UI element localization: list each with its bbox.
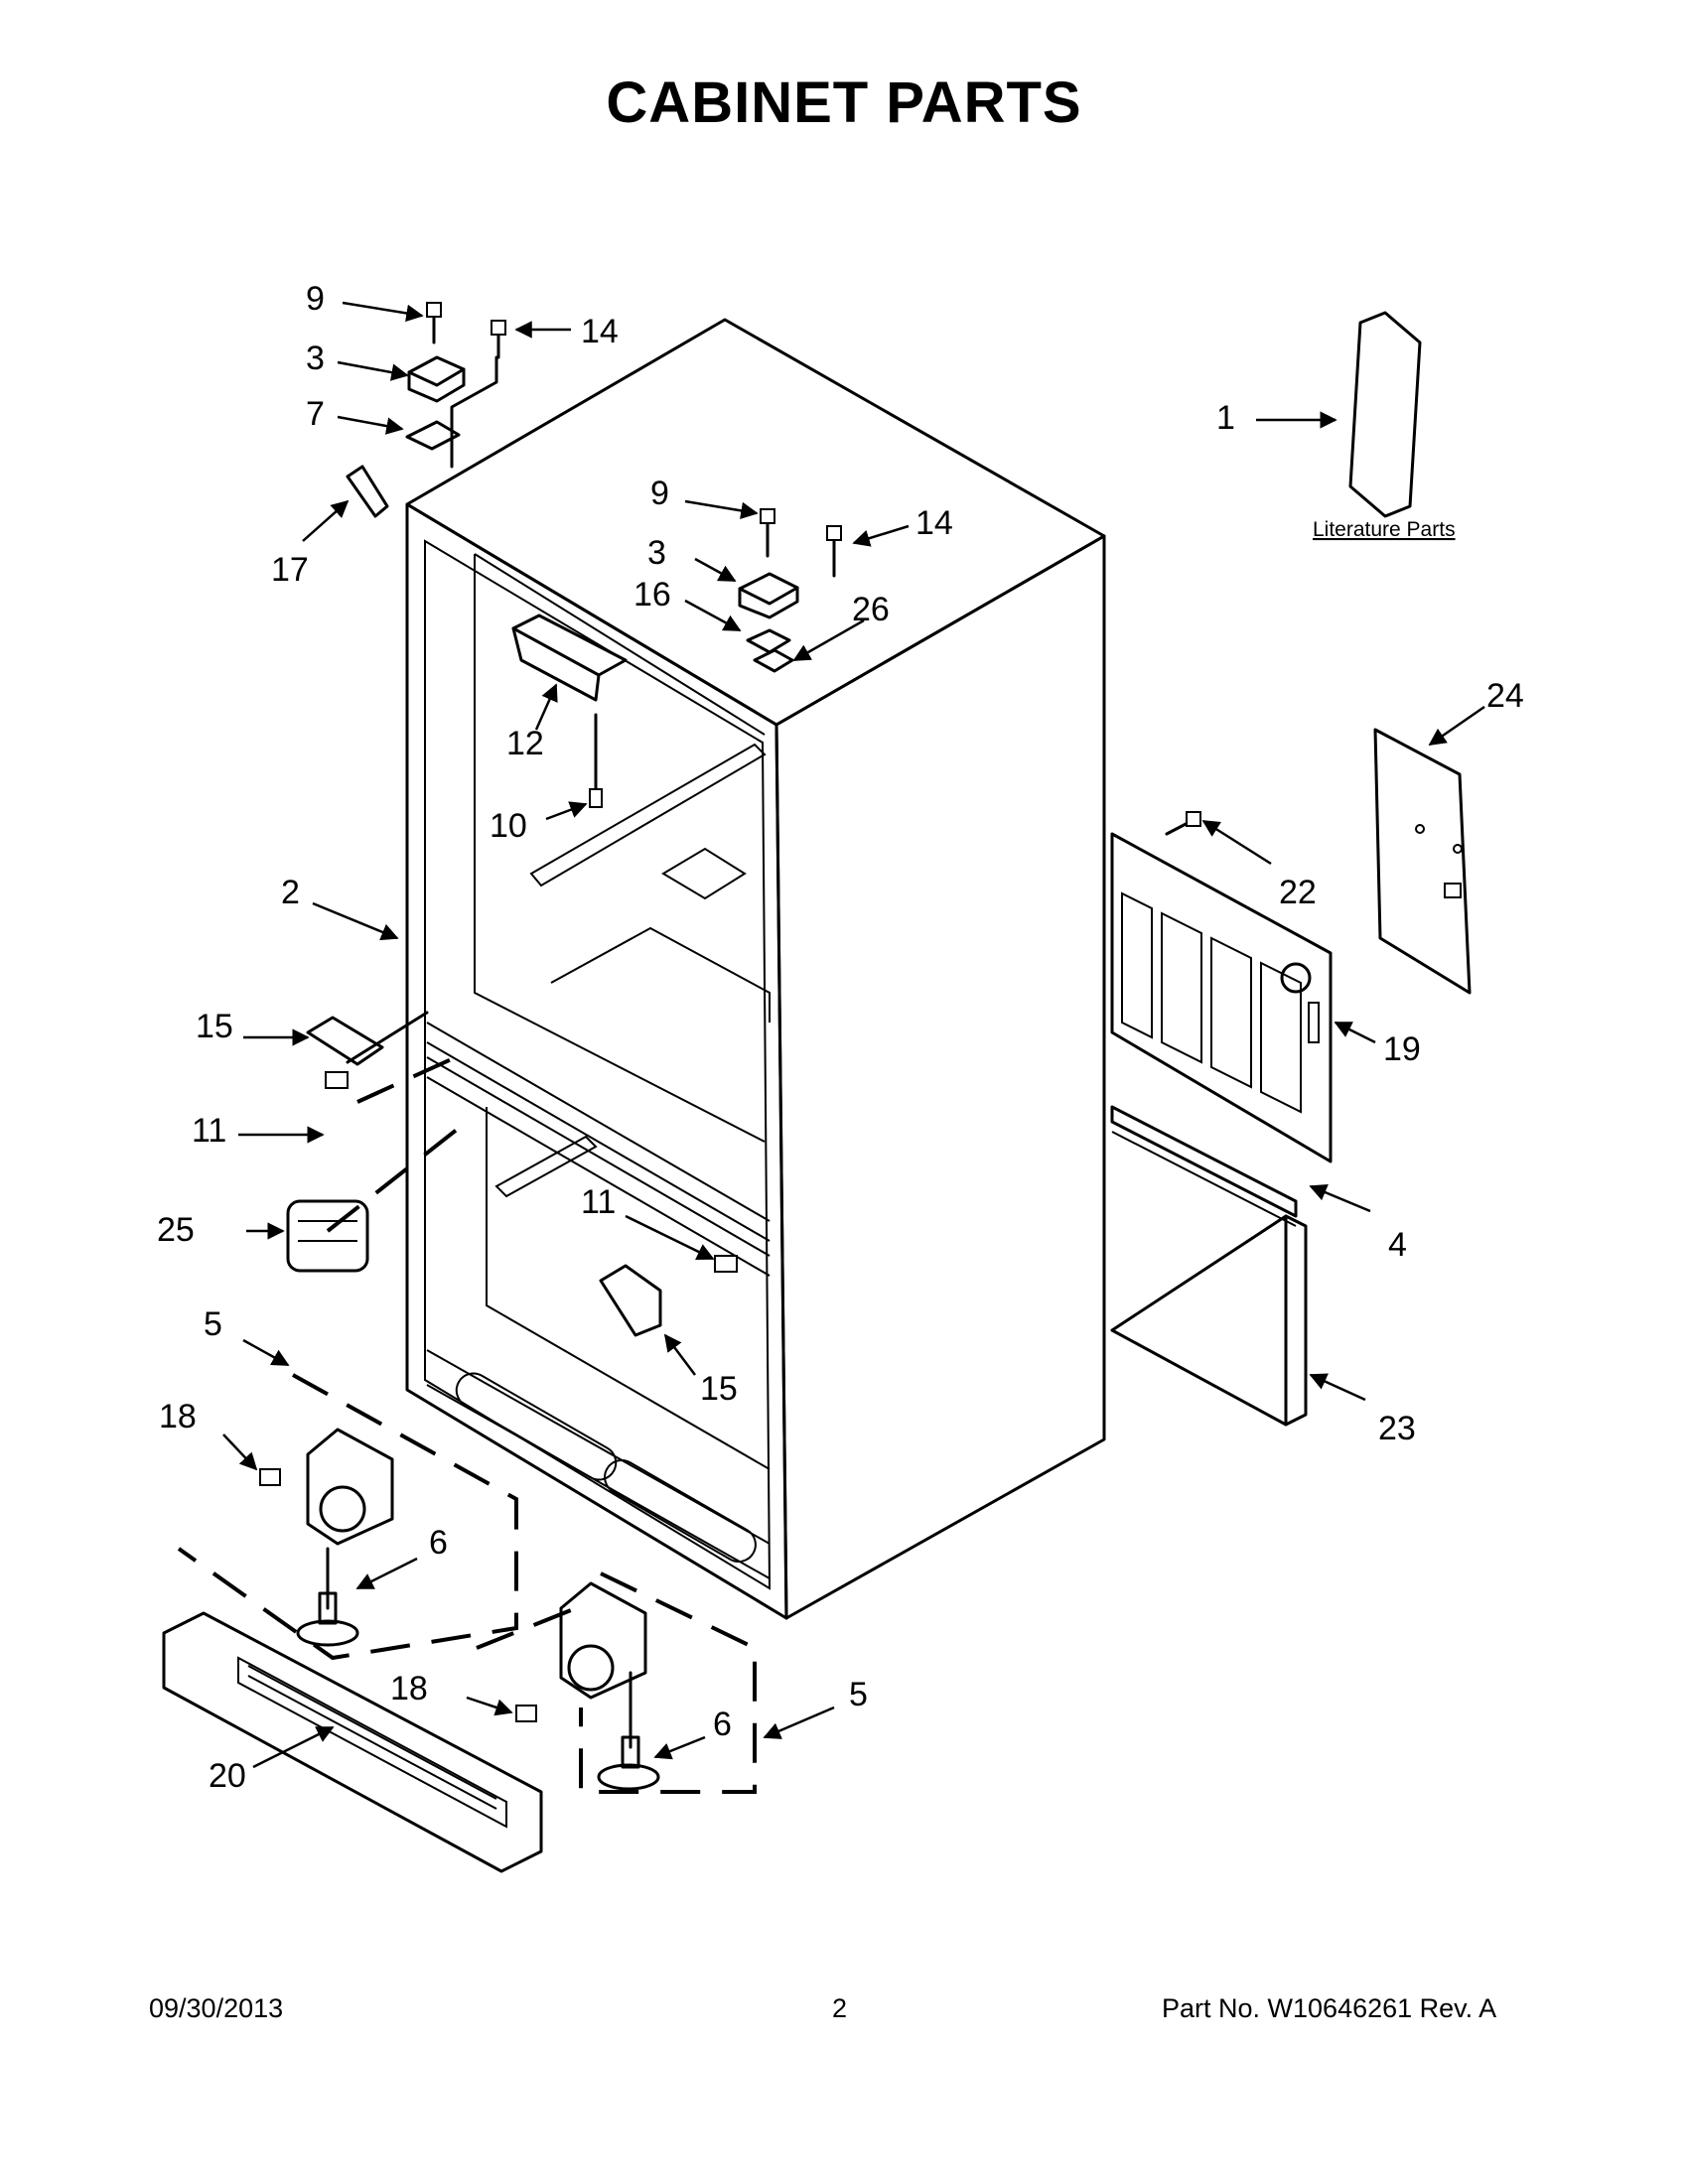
literature-parts-label: Literature Parts — [1313, 518, 1456, 541]
callout-22: 22 — [1279, 874, 1317, 911]
front-right-roller — [515, 1581, 660, 1791]
callout-18: 18 — [390, 1670, 428, 1707]
callout-1: 1 — [1216, 399, 1235, 437]
kickplate — [1110, 1214, 1308, 1427]
callout-16: 16 — [633, 576, 671, 614]
machine-grille — [1110, 832, 1333, 1163]
callout-14: 14 — [581, 313, 619, 350]
callout-6: 6 — [713, 1706, 732, 1743]
callout-17: 17 — [271, 551, 309, 589]
mid-hinges — [306, 1011, 738, 1337]
literature-booklet — [1348, 311, 1422, 518]
callout-5: 5 — [204, 1305, 222, 1343]
base-grille — [162, 1611, 543, 1873]
callout-18: 18 — [159, 1398, 197, 1435]
callout-11: 11 — [581, 1183, 616, 1221]
dashed-assembly-lines — [177, 1050, 757, 1794]
callout-9: 9 — [650, 475, 669, 512]
callout-14: 14 — [915, 504, 953, 542]
callout-labels: 9 14 3 7 17 9 14 3 16 26 12 10 2 15 11 2… — [157, 280, 1524, 1795]
callout-23: 23 — [1378, 1410, 1416, 1447]
callout-15: 15 — [196, 1008, 233, 1045]
screw-22 — [1165, 811, 1201, 836]
callout-15: 15 — [700, 1370, 738, 1408]
callout-10: 10 — [490, 807, 527, 845]
page-title: CABINET PARTS — [606, 70, 1082, 135]
callout-3: 3 — [647, 534, 666, 572]
cabinet-body — [405, 318, 1106, 1620]
callout-26: 26 — [852, 591, 890, 628]
callout-5: 5 — [849, 1676, 868, 1713]
callout-25: 25 — [157, 1211, 195, 1249]
top-left-hinge — [346, 302, 506, 518]
callout-6: 6 — [429, 1524, 448, 1562]
callout-12: 12 — [506, 725, 544, 762]
callout-arrows — [222, 301, 1485, 1769]
callout-3: 3 — [306, 340, 325, 377]
callout-7: 7 — [306, 395, 325, 433]
callout-24: 24 — [1486, 677, 1524, 715]
footer-part-number: Part No. W10646261 Rev. A — [1162, 1993, 1497, 2023]
callout-20: 20 — [209, 1757, 246, 1795]
callout-4: 4 — [1388, 1226, 1407, 1264]
control-label-25 — [286, 1199, 369, 1273]
top-right-hinge — [589, 508, 842, 808]
access-panel — [1373, 728, 1472, 995]
front-left-roller — [259, 1428, 394, 1647]
callout-9: 9 — [306, 280, 325, 318]
callout-2: 2 — [281, 874, 300, 911]
seal-strip — [1110, 1105, 1298, 1227]
footer-date: 09/30/2013 — [149, 1993, 284, 2023]
callout-11: 11 — [192, 1112, 226, 1150]
footer-page-number: 2 — [832, 1993, 848, 2023]
callout-19: 19 — [1383, 1030, 1421, 1068]
